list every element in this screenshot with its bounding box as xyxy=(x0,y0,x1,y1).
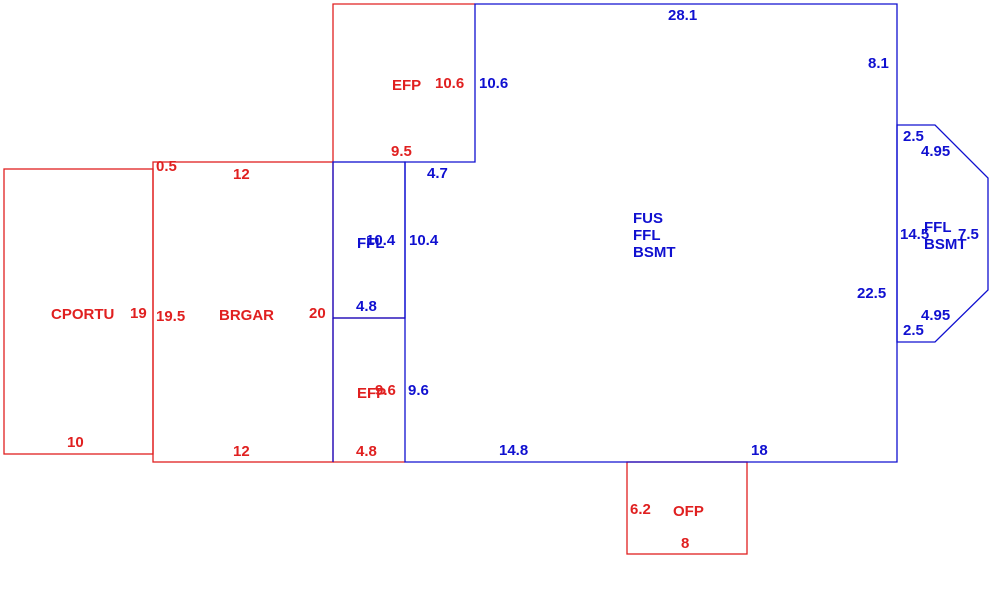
bay-bottom-short-dim: 2.5 xyxy=(903,322,924,339)
main-right-upper-dim: 8.1 xyxy=(868,55,889,72)
main-top-dim: 28.1 xyxy=(668,7,697,24)
efp-bottom-right-dim: 9.6 xyxy=(375,382,396,399)
brgar-bottom-dim: 12 xyxy=(233,443,250,460)
bay-top-short-dim: 2.5 xyxy=(903,128,924,145)
efp-top-name: EFP xyxy=(392,77,421,94)
efp-bottom-name: EFP xyxy=(357,385,386,402)
cportu-right-dim: 19 xyxy=(130,305,147,322)
bay-outline xyxy=(896,124,989,343)
bay-right-dim: 7.5 xyxy=(958,226,979,243)
main-label-line2: FFL xyxy=(633,227,661,244)
main-bottom-left-dim: 14.8 xyxy=(499,442,528,459)
ofp-bottom-dim: 8 xyxy=(681,535,689,552)
brgar-top-offset-dim: 0.5 xyxy=(156,158,177,175)
efp-top-right-dim: 10.6 xyxy=(435,75,464,92)
brgar-right-dim: 20 xyxy=(309,305,326,322)
efp-top-outline xyxy=(332,3,475,162)
bay-label-line2: BSMT xyxy=(924,236,967,253)
efp-bottom-bottom-dim: 4.8 xyxy=(356,443,377,460)
main-left-upper-dim: 10.6 xyxy=(479,75,508,92)
efp-top-bottom-dim: 9.5 xyxy=(391,143,412,160)
main-label-line3: BSMT xyxy=(633,244,676,261)
main-label-line1: FUS xyxy=(633,210,663,227)
main-notch-dim: 4.7 xyxy=(427,165,448,182)
ffl-small-name: FFL xyxy=(357,235,385,252)
cportu-name: CPORTU xyxy=(51,306,114,323)
main-left-lower-dim: 9.6 xyxy=(408,382,429,399)
ffl-small-bottom-dim: 4.8 xyxy=(356,298,377,315)
cportu-bottom-dim: 10 xyxy=(67,434,84,451)
main-right-lower-dim: 22.5 xyxy=(857,285,886,302)
ffl-small-right-dim: 10.4 xyxy=(409,232,439,249)
brgar-left-dim: 19.5 xyxy=(156,308,185,325)
bay-label-line1: FFL xyxy=(924,219,952,236)
brgar-top-dim: 12 xyxy=(233,166,250,183)
ffl-small-outline xyxy=(332,161,406,319)
bay-bottom-diag-dim: 4.95 xyxy=(921,307,950,324)
main-living-outline xyxy=(404,3,898,463)
bay-left-dim: 14.5 xyxy=(900,226,929,243)
ofp-left-dim: 6.2 xyxy=(630,501,651,518)
brgar-name: BRGAR xyxy=(219,307,274,324)
ffl-small-left-dim: 10.4 xyxy=(366,232,396,249)
bay-top-diag-dim: 4.95 xyxy=(921,143,950,160)
main-bottom-right-dim: 18 xyxy=(751,442,768,459)
ofp-name: OFP xyxy=(673,503,704,520)
